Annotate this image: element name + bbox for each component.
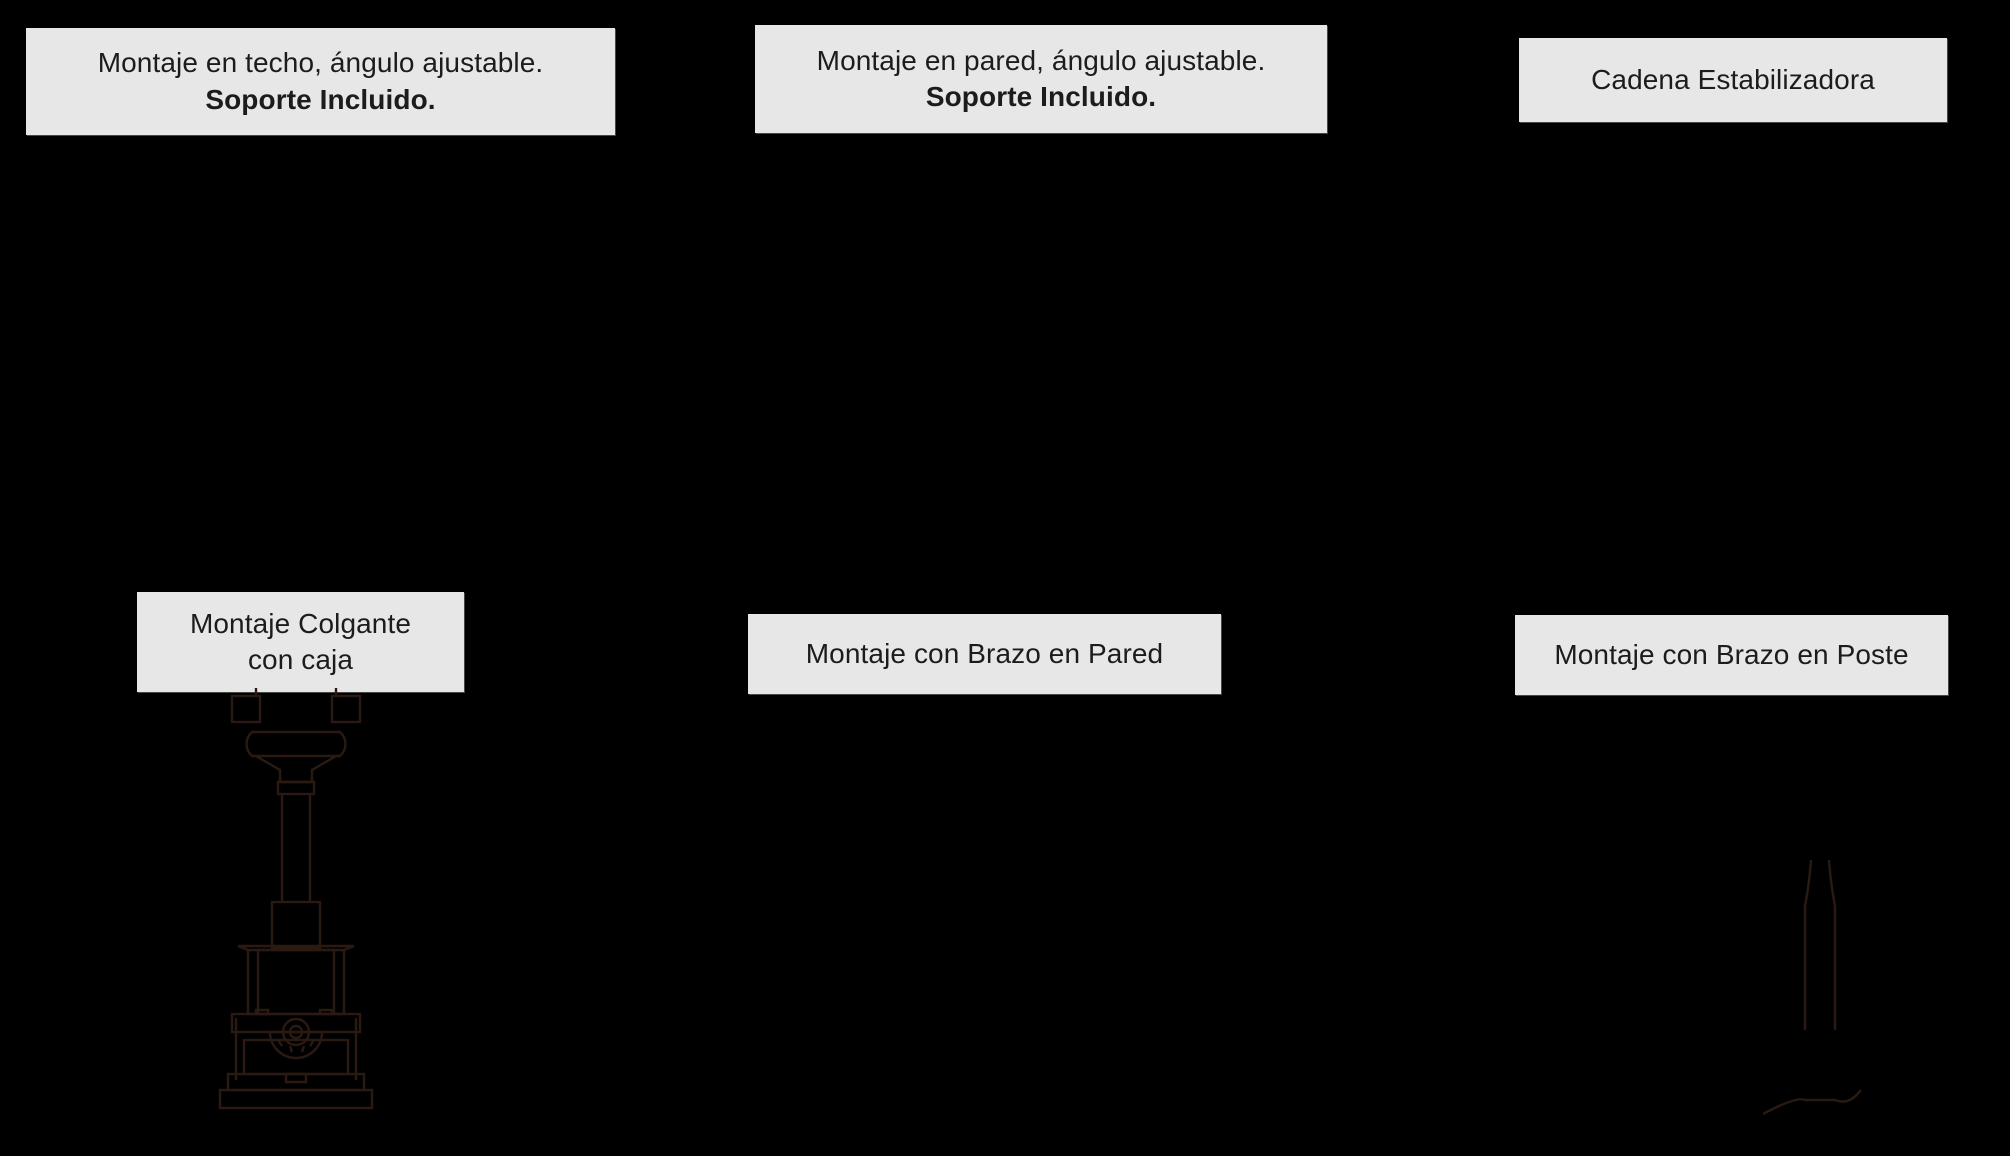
wall-arm-mount-line-1: Montaje con Brazo en Pared [805,637,1164,669]
pole-illustration [1755,860,1895,1120]
pendant-light-fixture-illustration [186,688,406,1118]
pendant-mount-line-1: Montaje Colgante [189,607,412,639]
pole-arm-mount-line-1: Montaje con Brazo en Poste [1554,638,1909,670]
ceiling-mount-line-1: Montaje en techo, ángulo ajustable. [97,47,544,79]
label-box-ceiling-mount: Montaje en techo, ángulo ajustable. Sopo… [26,28,615,135]
label-box-wall-mount: Montaje en pared, ángulo ajustable. Sopo… [755,25,1327,133]
pendant-mount-line-2: con caja [247,644,354,675]
wall-mount-line-2: Soporte Incluido. [925,81,1157,112]
stabilizer-chain-line-1: Cadena Estabilizadora [1591,63,1875,95]
label-box-stabilizer-chain: Cadena Estabilizadora [1519,38,1947,122]
label-box-pendant-mount: Montaje Colgante con caja [137,592,464,692]
label-box-pole-arm-mount: Montaje con Brazo en Poste [1515,615,1948,695]
label-box-wall-arm-mount: Montaje con Brazo en Pared [748,614,1221,694]
wall-mount-line-1: Montaje en pared, ángulo ajustable. [816,44,1266,76]
ceiling-mount-line-2: Soporte Incluido. [205,83,436,115]
